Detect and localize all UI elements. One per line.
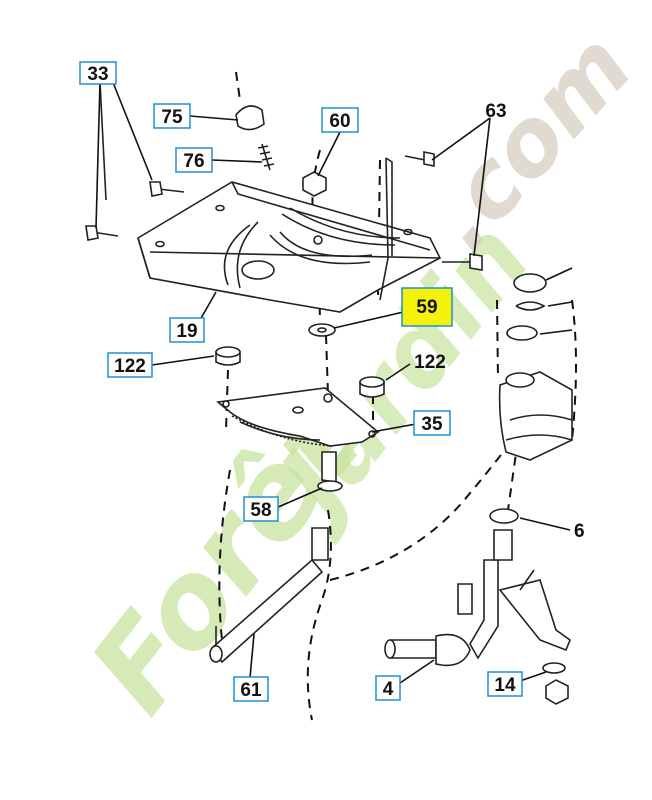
callout-75: 75 (153, 103, 191, 129)
callout-59-label: 59 (416, 297, 437, 318)
callout-60: 60 (321, 107, 359, 133)
callout-63-label: 63 (485, 101, 506, 122)
washers (215, 273, 569, 705)
callout-14: 14 (487, 671, 523, 697)
callout-35-label: 35 (421, 414, 443, 435)
callout-61-label: 61 (240, 680, 262, 701)
nut-60-icon (302, 171, 327, 197)
fasteners-top (85, 81, 483, 271)
callout-19-label: 19 (176, 321, 197, 342)
front-axle (498, 371, 573, 461)
callout-63: 63 (485, 101, 506, 122)
callout-59: 59 (401, 287, 453, 327)
callout-4-label: 4 (383, 679, 394, 700)
callout-122-right-label: 122 (414, 352, 446, 373)
callout-58: 58 (243, 496, 279, 522)
callout-35: 35 (413, 410, 451, 436)
callout-4: 4 (375, 675, 401, 701)
callout-76: 76 (175, 147, 213, 173)
steering-plate (137, 157, 442, 313)
callout-60-label: 60 (329, 111, 350, 132)
callout-33-label: 33 (87, 64, 108, 85)
callout-61: 61 (233, 676, 269, 702)
callout-122-right: 122 (414, 352, 446, 373)
callout-58-label: 58 (250, 500, 271, 521)
pinion-shaft (317, 451, 343, 492)
callout-122-left-label: 122 (114, 356, 146, 377)
sector-gear (216, 387, 380, 447)
callout-33: 33 (79, 61, 117, 85)
callout-14-label: 14 (494, 675, 516, 696)
callout-19: 19 (169, 317, 205, 343)
callout-6-label: 6 (574, 521, 585, 542)
watermark-dotcom: .com (407, 13, 652, 269)
callout-122-left: 122 (107, 352, 153, 378)
nut-75-icon (235, 105, 265, 131)
drag-link (209, 527, 329, 664)
callout-76-label: 76 (183, 151, 204, 172)
leader-lines (95, 79, 573, 684)
callout-6: 6 (574, 521, 585, 542)
callout-75-label: 75 (161, 107, 183, 128)
steering-spindle (384, 529, 571, 667)
